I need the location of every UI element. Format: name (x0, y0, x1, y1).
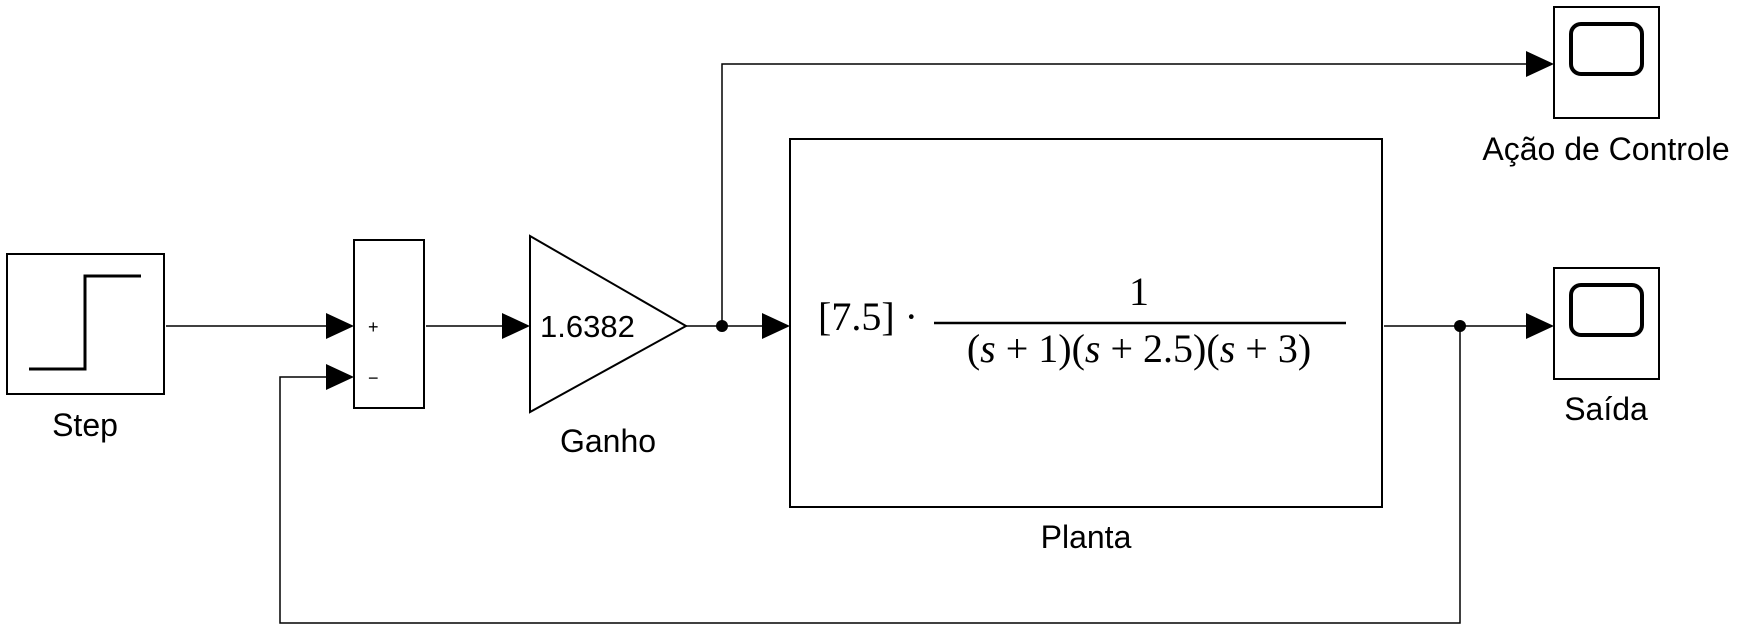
branch-point-output (1454, 320, 1466, 332)
plant-label: Planta (1041, 519, 1132, 555)
branch-point-control (716, 320, 728, 332)
control-scope-block[interactable] (1553, 6, 1660, 119)
arrowhead-output-scope (1526, 313, 1554, 339)
output-scope-block[interactable] (1553, 267, 1660, 380)
arrowheads (326, 51, 1554, 390)
arrowhead-control-scope (1526, 51, 1554, 77)
arrowhead-sum-plus (326, 313, 354, 339)
sum-block[interactable]: + − (353, 239, 425, 409)
arrowhead-sum-minus (326, 364, 354, 390)
plant-denominator: (s + 1)(s + 2.5)(s + 3) (967, 326, 1311, 371)
arrowhead-plant-input (762, 313, 790, 339)
scope-icon (1569, 283, 1644, 337)
scope-icon (1569, 22, 1644, 76)
control-scope-label: Ação de Controle (1482, 131, 1729, 167)
plant-gain-prefix: [7.5] · (818, 294, 918, 339)
sum-plus-sign: + (368, 317, 379, 337)
gain-value: 1.6382 (540, 309, 635, 344)
plant-numerator: 1 (1129, 269, 1149, 314)
sum-minus-sign: − (368, 368, 379, 388)
step-label: Step (52, 407, 118, 443)
step-block[interactable] (6, 253, 165, 395)
plant-block[interactable]: [7.5] · 1 (s + 1)(s + 2.5)(s + 3) (789, 138, 1383, 508)
arrowhead-gain-input (502, 313, 530, 339)
gain-block[interactable]: 1.6382 (529, 234, 689, 414)
wire-branch-to-control-scope (721, 63, 1526, 326)
output-scope-label: Saída (1564, 391, 1648, 427)
step-icon (29, 274, 141, 371)
gain-label: Ganho (560, 423, 656, 459)
wire-feedback (279, 326, 1461, 624)
